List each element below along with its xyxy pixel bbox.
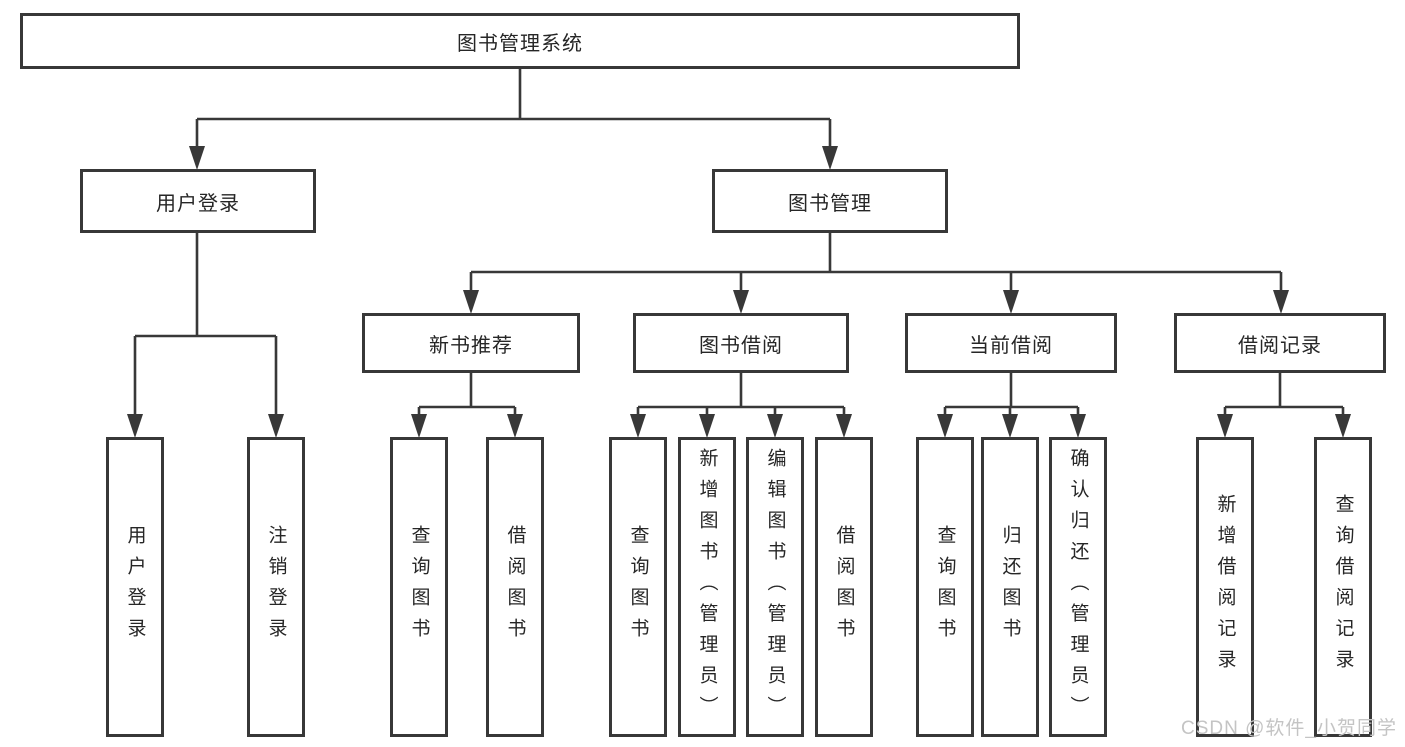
leaf-logout: 注销登录 — [247, 437, 305, 737]
leaf-recommend-query-books: 查询图书 — [390, 437, 448, 737]
leaf-borrowing-add-books-admin: 新增图书（管理员） — [678, 437, 736, 737]
leaf-recommend-borrow-books: 借阅图书 — [486, 437, 544, 737]
node-borrowing-records: 借阅记录 — [1174, 313, 1386, 373]
leaf-borrowing-edit-books-admin: 编辑图书（管理员） — [746, 437, 804, 737]
node-current-borrowing: 当前借阅 — [905, 313, 1117, 373]
node-book-borrowing: 图书借阅 — [633, 313, 849, 373]
node-new-book-recommend: 新书推荐 — [362, 313, 580, 373]
leaf-borrowing-borrow-books: 借阅图书 — [815, 437, 873, 737]
leaf-current-query-books: 查询图书 — [916, 437, 974, 737]
leaf-records-query-record: 查询借阅记录 — [1314, 437, 1372, 737]
leaf-current-confirm-return-admin: 确认归还（管理员） — [1049, 437, 1107, 737]
leaf-user-login: 用户登录 — [106, 437, 164, 737]
leaf-records-add-record: 新增借阅记录 — [1196, 437, 1254, 737]
leaf-borrowing-query-books: 查询图书 — [609, 437, 667, 737]
node-user-login: 用户登录 — [80, 169, 316, 233]
node-book-management: 图书管理 — [712, 169, 948, 233]
node-root: 图书管理系统 — [20, 13, 1020, 69]
leaf-current-return-books: 归还图书 — [981, 437, 1039, 737]
watermark: CSDN @软件_小贺同学 — [1181, 718, 1397, 739]
